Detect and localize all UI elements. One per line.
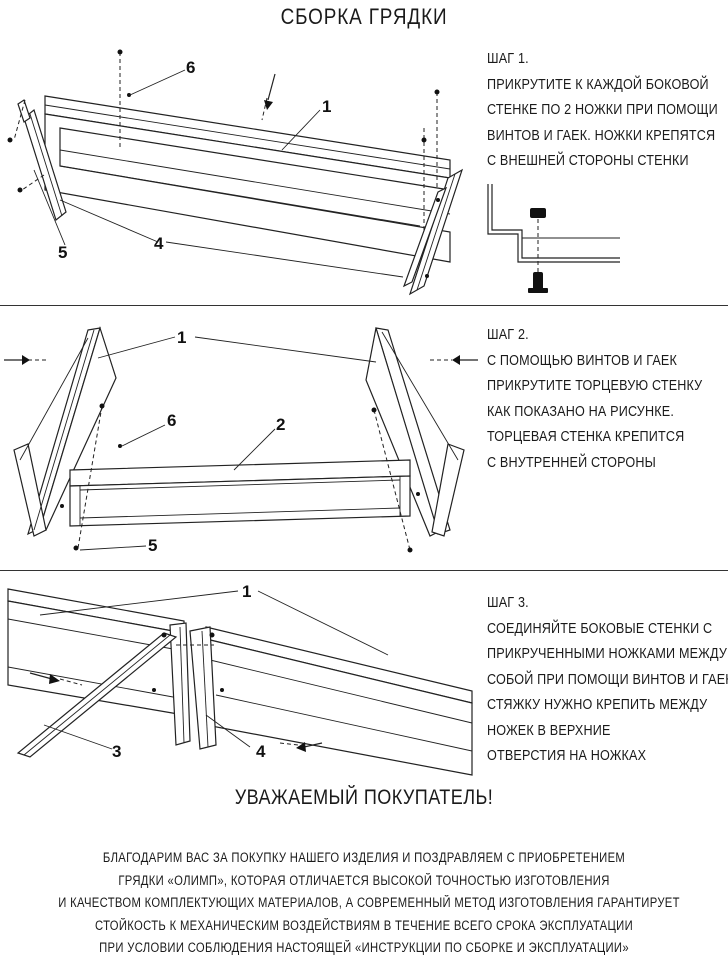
brace-bar [16,632,178,758]
callout-4: 4 [154,234,164,253]
callout-3: 3 [112,742,121,761]
leg-right [402,168,464,296]
leg-joint [169,622,217,750]
step3-line: ОТВЕРСТИЯ НА НОЖКАХ [487,747,647,764]
step3-line: ПРИКРУЧЕННЫМИ НОЖКАМИ МЕЖДУ [487,645,728,662]
step3-line: СТЯЖКУ НУЖНО КРЕПИТЬ МЕЖДУ [487,696,708,713]
step2-line: ТОРЦЕВАЯ СТЕНКА КРЕПИТСЯ [487,428,685,445]
step1-line: СТЕНКЕ ПО 2 НОЖКИ ПРИ ПОМОЩИ [487,101,718,118]
callout-2: 2 [276,415,285,434]
step2-instructions: ШАГ 2. С ПОМОЩЬЮ ВИНТОВ И ГАЕК ПРИКРУТИТ… [487,322,703,475]
side-wall-right [365,327,465,537]
step3-line: НОЖЕК В ВЕРХНИЕ [487,721,611,739]
divider [0,305,728,306]
step1-instructions: ШАГ 1. ПРИКРУТИТЕ К КАЖДОЙ БОКОВОЙ СТЕНК… [487,46,718,174]
side-wall-left [7,588,185,716]
callout-5: 5 [58,243,67,262]
step1-diagram: 6 1 5 4 [7,49,464,296]
step2-line: ПРИКРУТИТЕ ТОРЦЕВУЮ СТЕНКУ [487,377,703,394]
greeting-line: БЛАГОДАРИМ ВАС ЗА ПОКУПКУ НАШЕГО ИЗДЕЛИЯ… [102,850,626,865]
greeting-title: УВАЖАЕМЫЙ ПОКУПАТЕЛЬ! [234,786,494,809]
step2-heading: ШАГ 2. [487,326,529,343]
step1-detail-inset [487,184,620,293]
step3-instructions: ШАГ 3. СОЕДИНЯЙТЕ БОКОВЫЕ СТЕНКИ С ПРИКР… [487,590,728,769]
callout-6: 6 [186,58,195,77]
step3-line: СОБОЙ ПРИ ПОМОЩИ ВИНТОВ И ГАЕК. [487,670,728,688]
step2-line: КАК ПОКАЗАНО НА РИСУНКЕ. [487,402,674,420]
step3-diagram: 1 3 4 [7,582,473,776]
step1-line: ПРИКРУТИТЕ К КАЖДОЙ БОКОВОЙ [487,75,709,93]
leg-left [17,99,67,222]
callout-5: 5 [148,536,157,555]
step2-diagram: 1 6 2 5 [4,325,478,555]
divider [0,570,728,571]
greeting-line: ПРИ УСЛОВИИ СОБЛЮДЕНИЯ НАСТОЯЩЕЙ «ИНСТРУ… [99,940,629,956]
step1-line: ВИНТОВ И ГАЕК. НОЖКИ КРЕПЯТСЯ [487,126,716,144]
greeting-body: БЛАГОДАРИМ ВАС ЗА ПОКУПКУ НАШЕГО ИЗДЕЛИЯ… [0,847,728,960]
page-title: СБОРКА ГРЯДКИ [280,4,448,29]
step1-heading: ШАГ 1. [487,50,529,67]
greeting-line: СТОЙКОСТЬ К МЕХАНИЧЕСКИМ ВОЗДЕЙСТВИЯМ В … [95,917,633,933]
callout-1: 1 [242,582,251,601]
side-wall-panel [44,95,451,263]
side-wall-right [205,626,473,776]
step1-line: С ВНЕШНЕЙ СТОРОНЫ СТЕНКИ [487,152,689,169]
greeting-line: ГРЯДКИ «ОЛИМП», КОТОРАЯ ОТЛИЧАЕТСЯ ВЫСОК… [118,872,610,888]
callout-4: 4 [256,742,266,761]
step3-line: СОЕДИНЯЙТЕ БОКОВЫЕ СТЕНКИ С [487,619,713,637]
step2-line: С ВНУТРЕННЕЙ СТОРОНЫ [487,453,656,471]
step2-line: С ПОМОЩЬЮ ВИНТОВ И ГАЕК [487,351,678,369]
callout-1: 1 [177,328,186,347]
side-wall-left [13,325,117,537]
step3-heading: ШАГ 3. [487,594,529,611]
callout-1: 1 [322,97,331,116]
end-wall-panel [69,459,411,527]
callout-6: 6 [167,411,176,430]
greeting-line: И КАЧЕСТВОМ КОМПЛЕКТУЮЩИХ МАТЕРИАЛОВ, А … [58,895,680,911]
